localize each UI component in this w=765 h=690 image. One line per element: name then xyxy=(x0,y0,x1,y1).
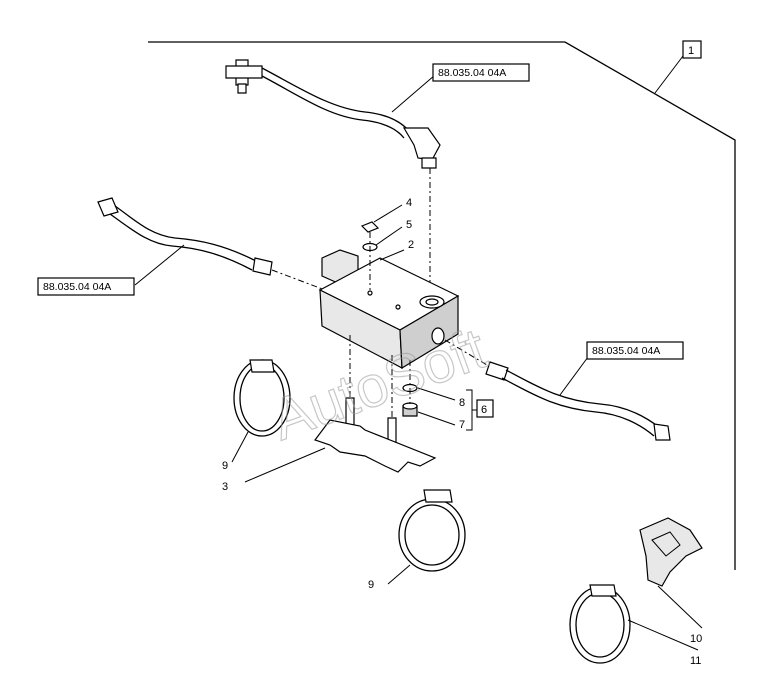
left-ref-leader xyxy=(134,244,185,286)
callout-8: 8 xyxy=(459,397,465,409)
right-ref-leader xyxy=(559,356,589,396)
top-ref-text: 88.035.04 04A xyxy=(438,67,506,79)
leader-10 xyxy=(657,585,703,629)
leader-9a xyxy=(231,431,249,463)
right-ref-box[interactable] xyxy=(586,341,684,360)
right-ref-text: 88.035.04 04A xyxy=(592,345,660,357)
callout-5: 5 xyxy=(406,219,412,231)
right-hose[interactable] xyxy=(485,361,671,441)
left-ref-box[interactable] xyxy=(37,277,135,296)
group-frame-line xyxy=(148,41,736,570)
kit-label-box[interactable] xyxy=(476,399,494,418)
leader-11 xyxy=(627,619,699,651)
axis-left xyxy=(271,269,326,291)
kit-label: 6 xyxy=(481,404,487,416)
leader-8 xyxy=(417,387,456,401)
leader-5 xyxy=(375,226,403,246)
callout-4: 4 xyxy=(406,197,412,209)
callout-10: 10 xyxy=(690,633,702,645)
group-label-box[interactable] xyxy=(682,40,702,59)
top-ref-box[interactable] xyxy=(432,63,530,82)
top-hose[interactable] xyxy=(225,59,441,169)
nut-4[interactable] xyxy=(360,221,380,233)
callout-3: 3 xyxy=(222,481,228,493)
leader-7 xyxy=(417,411,456,426)
leader-3 xyxy=(244,447,326,483)
callout-9a: 9 xyxy=(222,460,228,472)
callout-11: 11 xyxy=(690,655,701,667)
hose-clamp-11[interactable] xyxy=(569,584,631,664)
kit-bracket xyxy=(466,389,478,431)
leader-4 xyxy=(373,204,403,223)
callout-2: 2 xyxy=(408,239,414,251)
hose-support-10-groove xyxy=(651,531,681,557)
callout-9b: 9 xyxy=(368,579,374,591)
axis-right xyxy=(444,339,493,369)
group-leader-1 xyxy=(654,55,684,94)
hose-clamp-9a[interactable] xyxy=(233,359,291,437)
group-label: 1 xyxy=(688,45,694,57)
leader-2 xyxy=(379,249,405,261)
top-ref-leader xyxy=(391,74,436,113)
bracket-3[interactable] xyxy=(314,419,437,473)
hose-clamp-9b[interactable] xyxy=(398,489,466,572)
left-hose[interactable] xyxy=(97,197,273,276)
valve-block[interactable] xyxy=(318,249,460,370)
left-ref-text: 88.035.04 04A xyxy=(43,281,111,293)
leader-9b xyxy=(387,564,411,585)
callout-7: 7 xyxy=(459,419,465,431)
